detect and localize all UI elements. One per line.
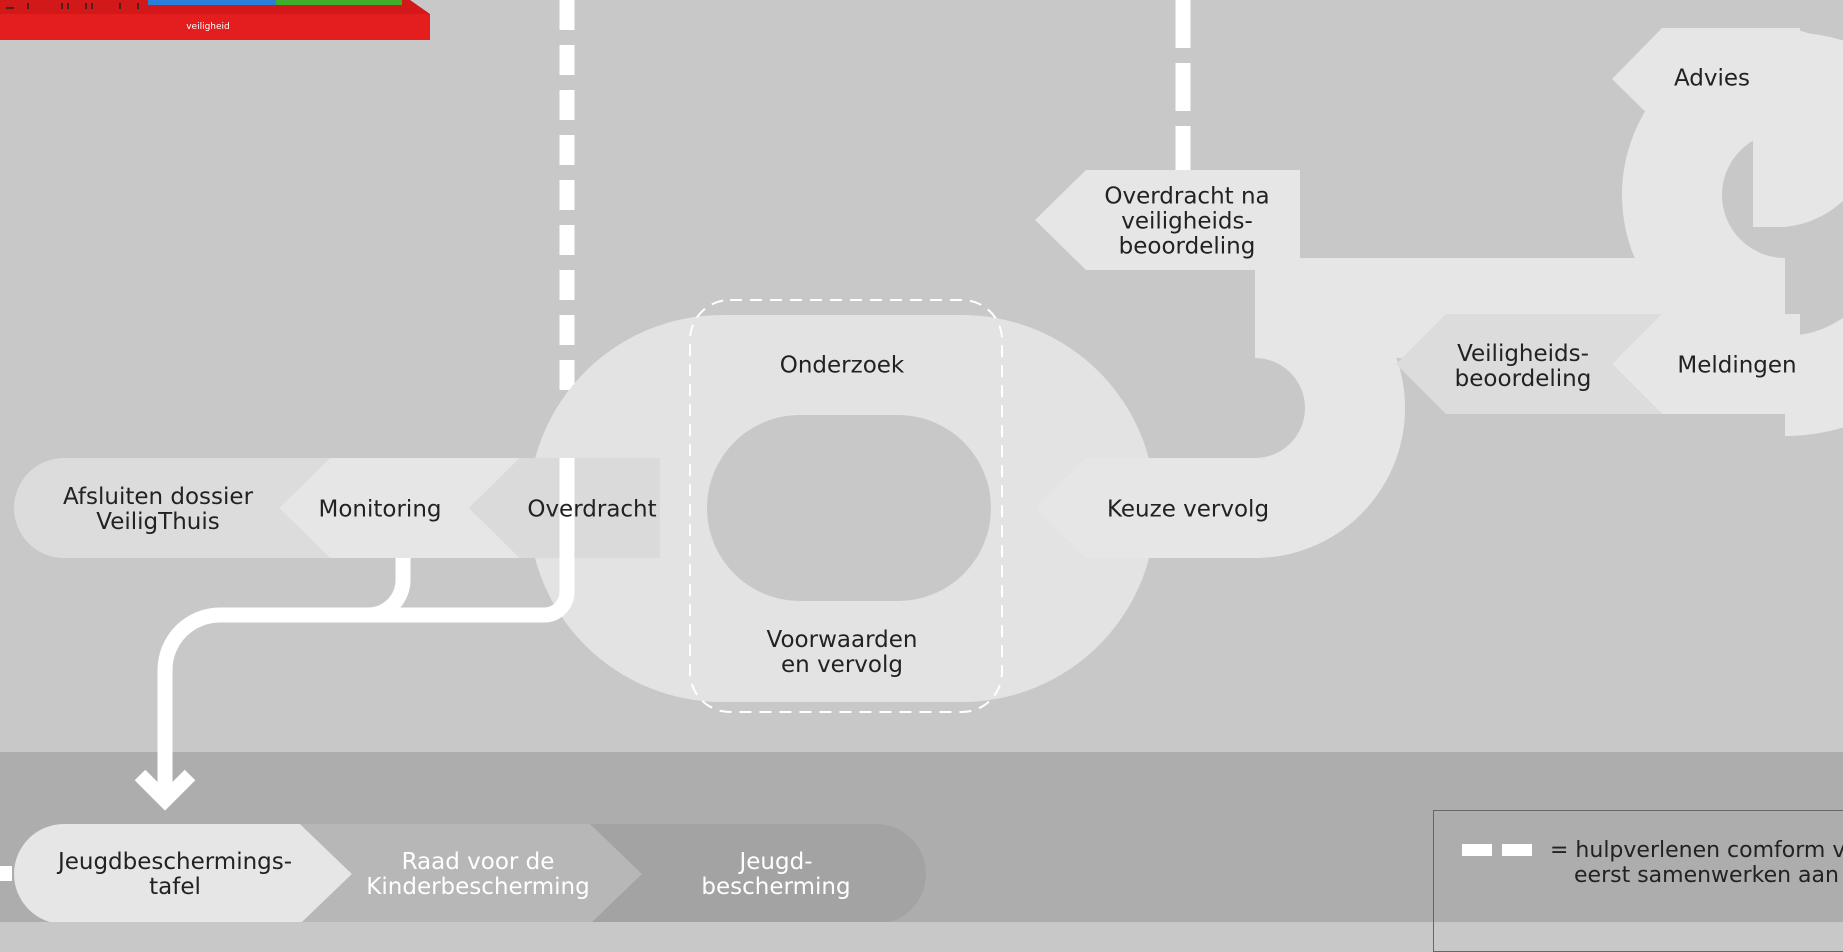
node-jeugdbeschermingstafel-shape[interactable] xyxy=(14,824,352,922)
dashed-line-icon xyxy=(1462,844,1534,856)
node-overdracht-na-shape[interactable] xyxy=(1035,170,1300,270)
node-afsluiten-shape[interactable] xyxy=(14,458,330,558)
onderzoek-dashed-box xyxy=(689,299,1003,713)
legend-box: = hulpverlenen comform v eerst samenwerk… xyxy=(1433,810,1843,952)
afsluiten-line-2: VeiligThuis xyxy=(96,509,220,535)
overdracht-na-line-2: veiligheids- xyxy=(1121,208,1253,235)
node-advies-shape[interactable] xyxy=(1612,28,1800,128)
node-onderzoek-label: Onderzoek xyxy=(779,352,905,379)
node-meldingen-shape[interactable] xyxy=(1612,314,1800,414)
legend-line-2: eerst samenwerken aan xyxy=(1574,863,1839,888)
overdracht-na-line-3: beoordeling xyxy=(1118,233,1256,260)
raad-line-1: Raad voor de xyxy=(401,849,555,875)
node-meldingen-label: Meldingen xyxy=(1677,352,1797,379)
overdracht-na-line-1: Overdracht na xyxy=(1104,183,1270,210)
raad-line-2: Kinderbescherming xyxy=(366,874,590,900)
thumbnail-label: veiligheid xyxy=(186,22,230,32)
node-overdracht-na-label: Overdracht na veiligheids- beoordeling xyxy=(1104,183,1270,260)
voorwaarden-line-1: Voorwaarden xyxy=(766,627,918,653)
node-overdracht-label: Overdracht xyxy=(527,496,657,523)
node-jeugdbescherming-label: Jeugd- bescherming xyxy=(701,850,850,900)
voorwaarden-line-2: en vervolg xyxy=(781,652,903,678)
flow-track xyxy=(1251,32,1787,558)
node-veiligheidsbeoordeling-label: Veiligheids- beoordeling xyxy=(1455,342,1592,392)
afsluiten-line-1: Afsluiten dossier xyxy=(62,484,254,510)
jeugdbescherming-line-1: Jeugd- xyxy=(739,849,813,875)
arrow-path-overdracht xyxy=(220,458,575,623)
onderzoek-ring-inner xyxy=(707,415,991,601)
bottom-left-tick xyxy=(0,866,12,881)
node-keuze-vervolg-label: Keuze vervolg xyxy=(1106,496,1270,523)
node-raad-label: Raad voor de Kinderbescherming xyxy=(366,850,589,900)
arrowhead-down xyxy=(134,769,196,811)
node-monitoring-shape[interactable] xyxy=(279,458,520,558)
node-raad-shape[interactable] xyxy=(300,824,642,922)
jeugdbeschermingstafel-line-2: tafel xyxy=(149,874,201,900)
node-advies-label: Advies xyxy=(1673,65,1751,92)
process-diagram xyxy=(0,0,1843,922)
node-afsluiten-label: Afsluiten dossier VeiligThuis xyxy=(63,485,253,535)
node-veiligheidsbeoordeling-shape[interactable] xyxy=(1396,314,1662,414)
node-keuze-vervolg-shape[interactable] xyxy=(1035,458,1260,558)
legend-line-1: = hulpverlenen comform v xyxy=(1550,838,1843,863)
node-jeugdbescherming-shape[interactable] xyxy=(590,824,926,922)
jeugdbeschermingstafel-line-1: Jeugdbeschermings- xyxy=(57,849,293,875)
veiligheidsbeoordeling-line-1: Veiligheids- xyxy=(1457,341,1589,367)
node-jeugdbeschermingstafel-label: Jeugdbeschermings- tafel xyxy=(58,850,292,900)
arrow-path-monitoring xyxy=(157,558,411,790)
thumbnail-blocks xyxy=(0,0,430,40)
node-voorwaarden-label: Voorwaarden en vervolg xyxy=(767,628,918,678)
jeugdbescherming-line-2: bescherming xyxy=(701,874,851,900)
legend-text: = hulpverlenen comform v eerst samenwerk… xyxy=(1550,838,1843,888)
node-monitoring-label: Monitoring xyxy=(318,496,442,523)
veiligheidsbeoordeling-line-2: beoordeling xyxy=(1454,366,1592,392)
